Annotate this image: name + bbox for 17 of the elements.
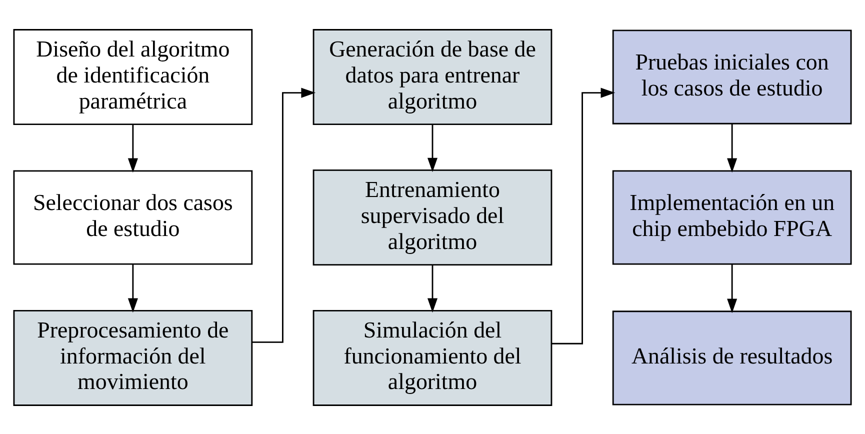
arrow (727, 123, 738, 172)
arrow (427, 264, 438, 312)
node-box: Entrenamiento supervisado del algoritmo (312, 168, 552, 266)
arrow (128, 264, 138, 312)
node-box: Seleccionar dos casos de estudio (13, 170, 253, 264)
node-box: Pruebas iniciales con los casos de estudio (612, 29, 852, 124)
arrow (427, 124, 438, 172)
node-box: Generación de base de datos para entrenar algoritmo (312, 28, 552, 125)
node-box: Simulación del funcionamiento del algoritmo (312, 309, 552, 406)
arrow (128, 124, 138, 172)
node-box: Diseño del algoritmo de identificación paramétrica (13, 28, 253, 125)
arrow (252, 87, 316, 342)
arrow (727, 264, 738, 313)
node-box: Implementación en un chip embebido FPGA (612, 170, 852, 264)
node-box: Análisis de resultados (612, 310, 852, 405)
node-box: Preprocesamiento de información del movimiento (13, 309, 253, 406)
arrow (552, 87, 616, 344)
